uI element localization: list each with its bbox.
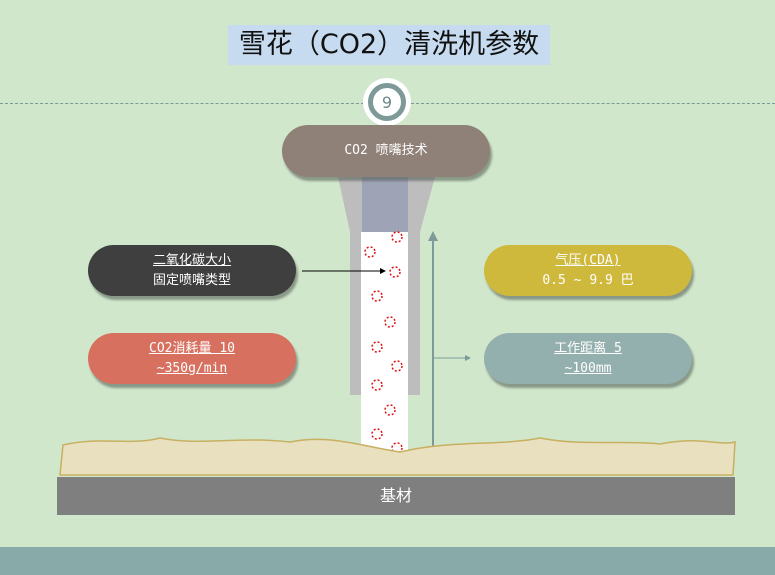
pill-line1: 二氧化碳大小 xyxy=(152,252,231,268)
snow-particles xyxy=(364,231,403,454)
substrate-base: 基材 xyxy=(57,477,735,515)
pill-line1: 工作距离 5 xyxy=(554,340,622,356)
nozzle-core xyxy=(362,177,408,232)
nozzle-type-pill: 二氧化碳大小 固定喷嘴类型 xyxy=(88,245,296,296)
pill-line2: ~100mm xyxy=(564,360,612,376)
header-pill-label: CO2 喷嘴技术 xyxy=(344,143,428,158)
pill-line2: ~350g/min xyxy=(156,360,228,376)
pill-line1: 气压(CDA) xyxy=(555,252,621,268)
footer-bar xyxy=(0,547,775,575)
pill-line1: CO2消耗量 10 xyxy=(149,340,235,356)
snow-stream xyxy=(361,232,408,455)
slide-number-badge: 9 xyxy=(363,78,411,126)
pill-line2: 固定喷嘴类型 xyxy=(152,272,231,288)
page-title: 雪花（CO2）清洗机参数 xyxy=(228,25,550,65)
slide-number: 9 xyxy=(368,83,406,121)
contaminant-layer xyxy=(59,437,736,476)
working-distance-pill: 工作距离 5 ~100mm xyxy=(484,333,692,384)
air-pressure-pill: 气压(CDA) 0.5 ~ 9.9 巴 xyxy=(484,245,692,296)
header-pill: CO2 喷嘴技术 xyxy=(282,125,490,177)
pill-line2: 0.5 ~ 9.9 巴 xyxy=(542,272,634,288)
co2-consumption-pill: CO2消耗量 10 ~350g/min xyxy=(88,333,296,384)
